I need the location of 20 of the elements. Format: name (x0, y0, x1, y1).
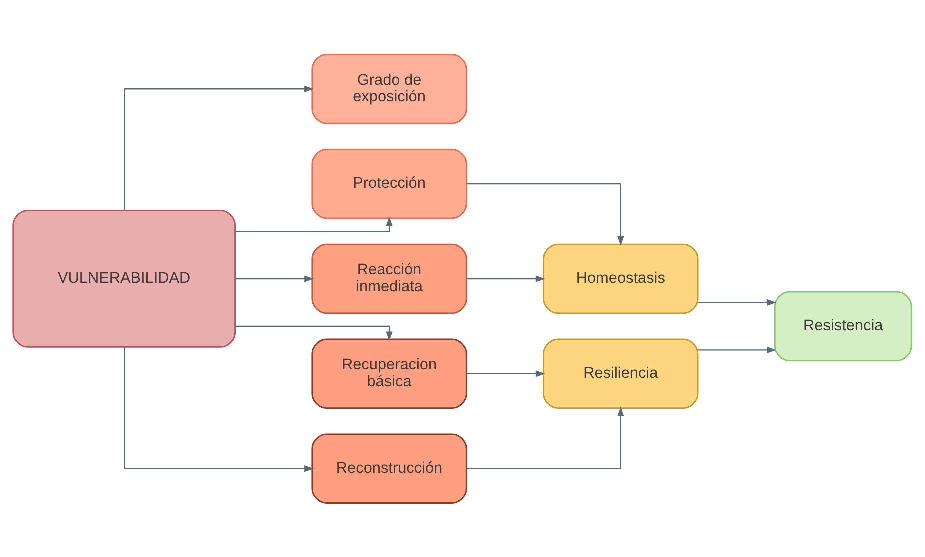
arrow (466, 275, 546, 282)
node-box: Resistencia (774, 290, 912, 362)
node-box: Recuperacion básica (312, 338, 468, 409)
node-box: Homeostasis (543, 243, 699, 314)
arrow (698, 298, 777, 306)
node-box: Protección (312, 148, 468, 219)
arrow (466, 370, 546, 377)
arrow (124, 85, 314, 210)
node-box: Reconstrucción (312, 433, 468, 504)
arrow (236, 216, 393, 232)
arrow (236, 275, 314, 282)
arrow (698, 346, 777, 354)
arrow (466, 182, 624, 246)
arrow (236, 325, 393, 341)
arrow (124, 347, 314, 472)
node-box: Resiliencia (543, 338, 699, 409)
node-box: Reacción inmediata (312, 243, 468, 314)
arrow (466, 406, 624, 469)
node-box: Grado de exposición (312, 54, 468, 124)
node-box: VULNERABILIDAD (12, 210, 236, 348)
